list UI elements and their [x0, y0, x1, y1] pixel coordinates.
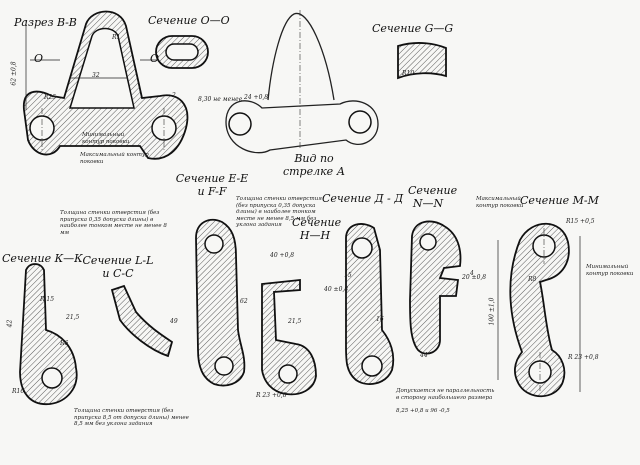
- view-a-outline: [267, 12, 335, 101]
- section-hh-hole: [278, 364, 298, 384]
- section-title-ee-ff: Сечение Е-Е и F-F: [175, 172, 249, 198]
- dim-label: R1: [112, 34, 121, 41]
- dim-label: R 23 +0,8: [256, 392, 287, 399]
- section-ee-hole-bottom: [214, 356, 234, 376]
- note-min-contour: Минимальный контур поковки: [82, 132, 130, 145]
- dim-label: R 23 +0,8: [568, 354, 599, 361]
- view-a-hole-left: [228, 112, 252, 136]
- section-kk-view: [19, 263, 78, 405]
- section-title-ll-cc: Сечение L-L и С-С: [82, 254, 154, 280]
- view-a-title: Вид по стрелке А: [282, 152, 346, 178]
- note-max-contour-right: Максимальный контур поковки: [476, 196, 524, 209]
- cut-label-o-right: О: [150, 52, 160, 65]
- note-web-top: Толщина стенки отверстия (без припуска 0…: [236, 196, 322, 228]
- section-dd-hole-bottom: [361, 355, 383, 377]
- section-title-nn: Сечение N—N: [408, 184, 458, 210]
- dim-label: 20 ±0,8: [462, 274, 487, 281]
- section-kk-body: [19, 263, 78, 405]
- dim-label: 24 +0,8: [244, 94, 269, 101]
- section-bb-window: [68, 27, 135, 109]
- dim-label: 44: [420, 352, 428, 359]
- section-ll-cc-body: [110, 284, 174, 358]
- dim-label: R16: [12, 388, 25, 395]
- cut-label-o-left: О: [34, 52, 44, 65]
- section-hh-body: [261, 279, 317, 396]
- section-nn-body: [409, 220, 462, 355]
- view-a-hole-right: [348, 110, 372, 134]
- dim-label: 100 ±1,0: [488, 297, 496, 326]
- note-web-left: Толщина стенки отверстия (без припуска 0…: [60, 210, 167, 236]
- dim-label: 15: [344, 272, 352, 279]
- section-ee-ff-view: [195, 218, 246, 387]
- section-gg-view: [397, 42, 447, 80]
- dim-label: 4: [470, 270, 474, 277]
- section-ee-hole-top: [204, 234, 224, 254]
- note-tolerance: Допускается не параллельность в сторону …: [396, 388, 495, 401]
- dim-label: R10: [402, 70, 415, 77]
- section-dd-hole-top: [351, 237, 373, 259]
- dim-label: 32: [92, 72, 100, 79]
- section-mm-hole-top: [532, 234, 556, 258]
- section-kk-hole: [41, 367, 63, 389]
- dim-label: 2: [172, 92, 176, 99]
- dim-label: 40 ±0,8: [324, 286, 349, 293]
- dim-label: 49: [170, 318, 178, 325]
- note-max-contour: Максимальный контур поковки: [80, 152, 149, 165]
- section-title-hh: Сечение Н—Н: [292, 216, 342, 242]
- dim-label: R6: [60, 340, 69, 347]
- section-nn-hole: [419, 233, 437, 251]
- view-a: [225, 10, 379, 154]
- section-title-oo: Сечение О—О: [148, 14, 230, 27]
- section-hh-view: [261, 279, 317, 396]
- section-title-dd: Сечение Д - Д: [322, 192, 404, 205]
- section-title-gg: Сечение G—G: [372, 22, 454, 35]
- section-mm-view: [497, 222, 581, 398]
- dim-label: 16: [376, 316, 384, 323]
- note-web-bottom: Толщина стенки отверстия (без припуска 8…: [74, 408, 189, 427]
- section-mm-body: [509, 222, 570, 398]
- section-ll-cc-view: [110, 284, 174, 358]
- dim-label: 62: [240, 298, 248, 305]
- view-a-base: [225, 100, 379, 154]
- dim-label: 8,30 не менее: [198, 96, 243, 103]
- note-tolerance-values: 8,25 +0,8 и 96 -0,5: [396, 408, 450, 414]
- dim-label: 62 ±0,8: [10, 61, 18, 86]
- dim-label: 40 +0,8: [270, 252, 295, 259]
- section-dd-body: [345, 223, 395, 385]
- section-title-kk: Сечение К—К: [2, 252, 83, 265]
- section-gg-body: [397, 42, 447, 80]
- section-title-mm: Сечение М-М: [520, 194, 599, 207]
- dim-label: R25: [44, 94, 57, 101]
- dim-label: R8: [528, 276, 537, 283]
- section-ee-ff-body: [195, 218, 246, 387]
- section-bb-view: [23, 10, 189, 160]
- dim-label: R 15: [40, 296, 55, 303]
- section-title-bb: Разрез В-В: [14, 16, 77, 29]
- dim-label: R15 +0,5: [566, 218, 595, 225]
- section-oo-hole: [165, 43, 199, 61]
- section-nn-view: [409, 220, 462, 355]
- section-dd-view: [345, 223, 395, 385]
- dim-label: 42: [6, 319, 14, 328]
- dim-label: 21,5: [66, 314, 80, 321]
- section-oo-view: [155, 35, 209, 69]
- dim-label: 21,5: [288, 318, 302, 325]
- note-min-contour-right: Минимальный контур поковки: [586, 264, 634, 277]
